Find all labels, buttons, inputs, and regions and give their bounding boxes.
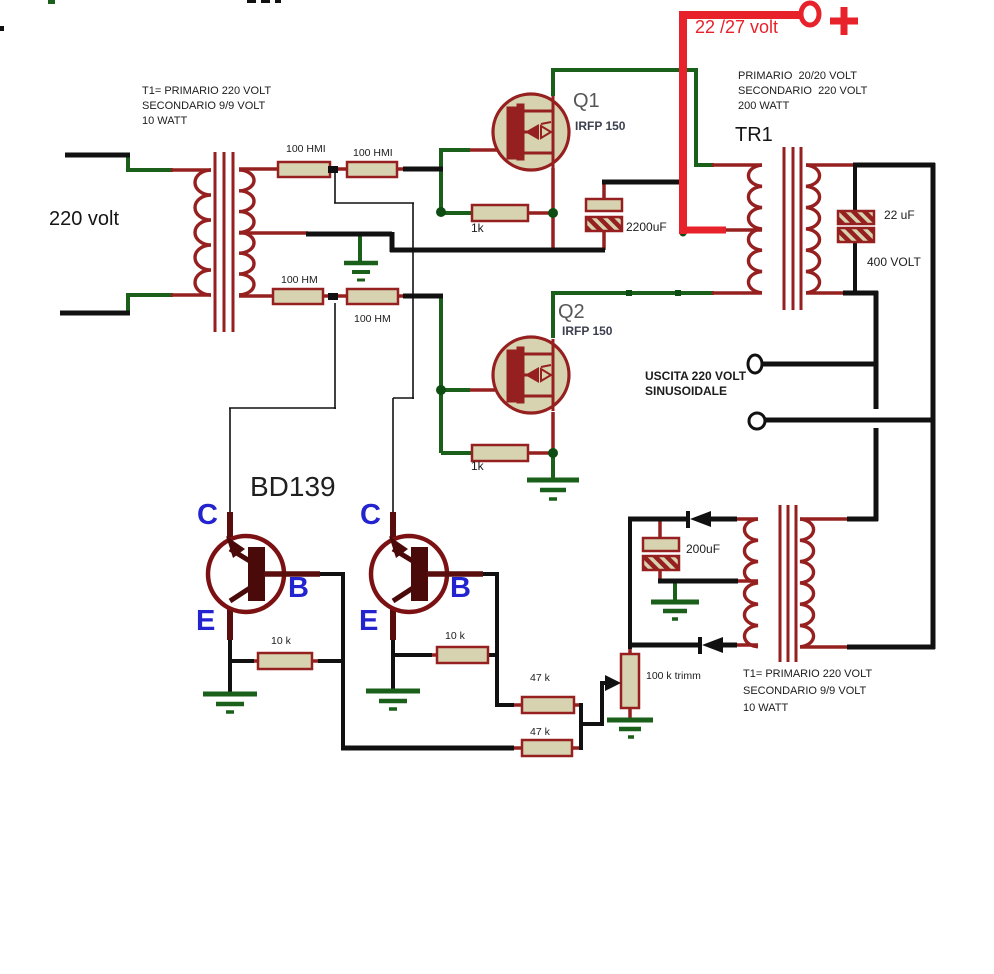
- resistor-47k-2-label: 47 k: [530, 726, 550, 738]
- trimmer-100k-body: [619, 652, 641, 710]
- resistor-47k-2: [520, 738, 574, 758]
- resistor-47k-1: [520, 695, 576, 715]
- output-note-line1: USCITA 220 VOLT: [645, 369, 747, 383]
- output-note-line2: SINUSOIDALE: [645, 384, 728, 398]
- supply-terminal: [798, 0, 822, 28]
- edge-artifacts: [0, 0, 281, 31]
- capacitor-22uf-rating: 400 VOLT: [867, 255, 921, 269]
- resistor-10k-1-label: 10 k: [271, 635, 291, 647]
- ground-t1-centertap: [344, 260, 378, 282]
- q2-mosfet-symbol: [491, 335, 571, 415]
- green-wires: [126, 68, 714, 602]
- resistor-10k-1: [256, 651, 314, 671]
- bjt2-symbol: [368, 512, 483, 640]
- capacitor-200uf: [641, 536, 681, 572]
- resistor-1k-q1-label: 1k: [471, 221, 484, 235]
- tr1-note-line3: 200 WATT: [738, 100, 790, 112]
- ground-trimmer: [607, 717, 653, 739]
- resistors: [256, 160, 641, 758]
- ground-bjt1: [203, 691, 257, 714]
- plus-icon: [830, 7, 858, 35]
- ground-symbols: [203, 260, 699, 739]
- tr1-label: TR1: [735, 124, 773, 146]
- resistor-100hm-1: [271, 287, 325, 306]
- feedback-note-line2: SECONDARIO 9/9 VOLT: [743, 685, 867, 697]
- capacitor-2200uf: [584, 197, 624, 233]
- black-wires: [60, 152, 936, 751]
- t1-note-line1: T1= PRIMARIO 220 VOLT: [142, 85, 272, 97]
- feedback-note-line1: T1= PRIMARIO 220 VOLT: [743, 668, 873, 680]
- t1-transformer: [193, 152, 256, 332]
- bjt2-emitter-label: E: [359, 605, 379, 637]
- bjt2-base-label: B: [450, 572, 471, 604]
- bjt1-base-label: B: [288, 572, 309, 604]
- resistor-100hm-1-label: 100 HM: [281, 274, 318, 286]
- bjt1-emitter-label: E: [196, 605, 216, 637]
- capacitor-22uf-label: 22 uF: [884, 208, 915, 222]
- resistor-100hm-2-label: 100 HM: [354, 313, 391, 325]
- capacitor-22uf: [836, 209, 876, 244]
- resistor-1k-q2: [470, 443, 530, 463]
- q1-mosfet-symbol: [491, 92, 571, 172]
- resistor-100hm-2: [345, 287, 400, 306]
- supply-rail: [679, 11, 801, 234]
- capacitor-2200uf-label: 2200uF: [626, 220, 667, 234]
- feedback-transformer: [742, 505, 816, 662]
- resistor-1k-q2-label: 1k: [471, 459, 484, 473]
- resistor-100hmi-2-label: 100 HMI: [353, 147, 393, 159]
- q1-part-label: IRFP 150: [575, 119, 626, 133]
- diode-icon-bottom: [698, 637, 723, 654]
- tr1-transformer: [746, 147, 822, 310]
- resistor-47k-1-label: 47 k: [530, 672, 550, 684]
- bd139-label: BD139: [250, 471, 336, 502]
- mains-voltage-label: 220 volt: [49, 208, 120, 230]
- ground-200uf: [651, 599, 699, 621]
- resistor-100hmi-1-label: 100 HMI: [286, 143, 326, 155]
- supply-voltage-label: 22 /27 volt: [695, 17, 779, 37]
- bjt2-collector-label: C: [360, 499, 381, 531]
- trimmer-label: 100 k trimm: [646, 670, 701, 682]
- ground-bjt2: [366, 688, 420, 711]
- t1-note-line3: 10 WATT: [142, 115, 188, 127]
- bjt1-symbol: [205, 512, 320, 640]
- q1-label: Q1: [573, 90, 600, 112]
- tr1-note-line1: PRIMARIO 20/20 VOLT: [738, 70, 858, 82]
- q2-part-label: IRFP 150: [562, 324, 613, 338]
- junction-dots: [328, 166, 687, 458]
- output-terminal-2: [747, 411, 767, 431]
- ground-q2-source: [527, 477, 579, 501]
- resistor-1k-q1: [470, 203, 530, 223]
- thin-coupling-wires: [229, 172, 414, 514]
- q2-label: Q2: [558, 301, 585, 323]
- resistor-10k-2-label: 10 k: [445, 630, 465, 642]
- capacitor-200uf-label: 200uF: [686, 542, 721, 556]
- resistor-10k-2: [435, 645, 490, 665]
- tr1-note-line2: SECONDARIO 220 VOLT: [738, 85, 868, 97]
- feedback-note-line3: 10 WATT: [743, 702, 789, 714]
- trimmer-wiper-arrow: [605, 675, 621, 691]
- resistor-100hmi-2: [345, 160, 399, 179]
- output-terminal-1: [746, 353, 764, 375]
- diode-icon-top: [686, 511, 711, 528]
- t1-note-line2: SECONDARIO 9/9 VOLT: [142, 100, 266, 112]
- resistor-100hmi-1: [276, 160, 332, 179]
- bjt1-collector-label: C: [197, 499, 218, 531]
